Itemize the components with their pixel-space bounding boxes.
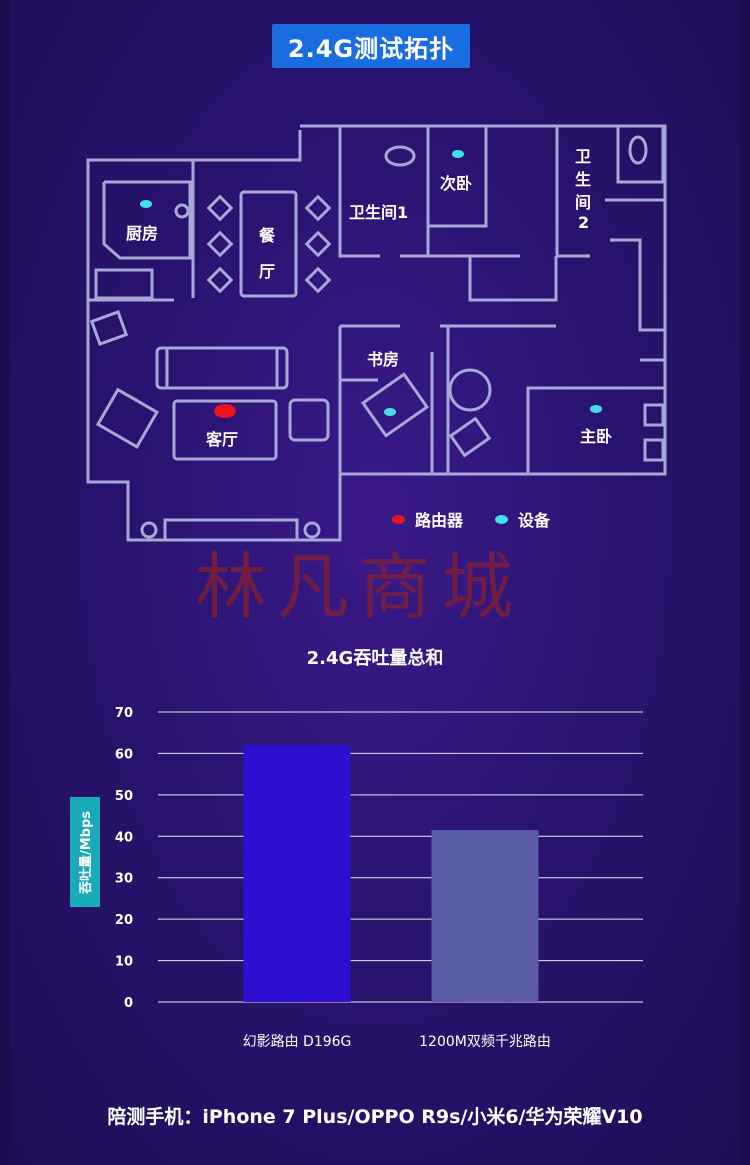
room-label-bathroom2-c: 间 — [575, 193, 592, 212]
y-tick-label: 50 — [115, 789, 133, 804]
bar-1 — [243, 745, 351, 1002]
room-label-bedroom2: 次卧 — [440, 174, 473, 193]
y-tick-label: 10 — [115, 955, 133, 970]
watermark: 林凡商城 — [195, 545, 524, 629]
device-marker-kitchen — [140, 200, 152, 208]
legend-router: 路由器 — [392, 507, 463, 531]
y-axis-label-badge: 吞吐量/Mbps — [70, 797, 100, 907]
chart-title: 2.4G吞吐量总和 — [306, 648, 444, 669]
x-category-label: 幻影路由 D196G — [243, 1034, 352, 1050]
y-tick-label: 30 — [115, 872, 133, 887]
legend-router-label: 路由器 — [415, 511, 464, 530]
room-label-bathroom2-b: 生 — [575, 170, 592, 189]
page-title: 2.4G测试拓扑 — [272, 24, 470, 68]
room-label-bathroom2-d: 2 — [578, 213, 590, 232]
y-tick-label: 40 — [115, 830, 133, 845]
y-tick-label: 0 — [124, 996, 133, 1011]
y-tick-label: 60 — [115, 747, 133, 762]
router-marker — [214, 404, 236, 418]
y-tick-label: 70 — [115, 706, 133, 721]
device-legend-swatch — [495, 514, 508, 524]
device-marker-master — [590, 405, 602, 413]
router-legend-swatch — [392, 514, 405, 524]
bar-2 — [431, 830, 539, 1002]
room-label-bathroom2-a: 卫 — [575, 147, 592, 166]
room-label-dining-2: 厅 — [259, 262, 276, 281]
left-edge-band — [0, 0, 10, 1165]
room-label-living: 客厅 — [206, 430, 239, 449]
device-marker-bedroom2 — [452, 150, 464, 158]
room-label-kitchen: 厨房 — [126, 224, 159, 243]
device-marker-study — [384, 408, 396, 416]
right-edge-band — [740, 0, 750, 1165]
legend-device: 设备 — [495, 507, 550, 531]
y-tick-label: 20 — [115, 913, 133, 928]
footer-test-phones: 陪测手机：iPhone 7 Plus/OPPO R9s/小米6/华为荣耀V10 — [107, 1106, 643, 1128]
x-category-label: 1200M双频千兆路由 — [419, 1034, 551, 1050]
legend-device-label: 设备 — [518, 511, 551, 530]
room-label-bathroom1: 卫生间1 — [349, 203, 409, 222]
room-label-study: 书房 — [367, 350, 400, 369]
room-label-dining-1: 餐 — [259, 226, 276, 245]
floor-plan — [86, 124, 667, 542]
room-label-master: 主卧 — [580, 427, 613, 446]
